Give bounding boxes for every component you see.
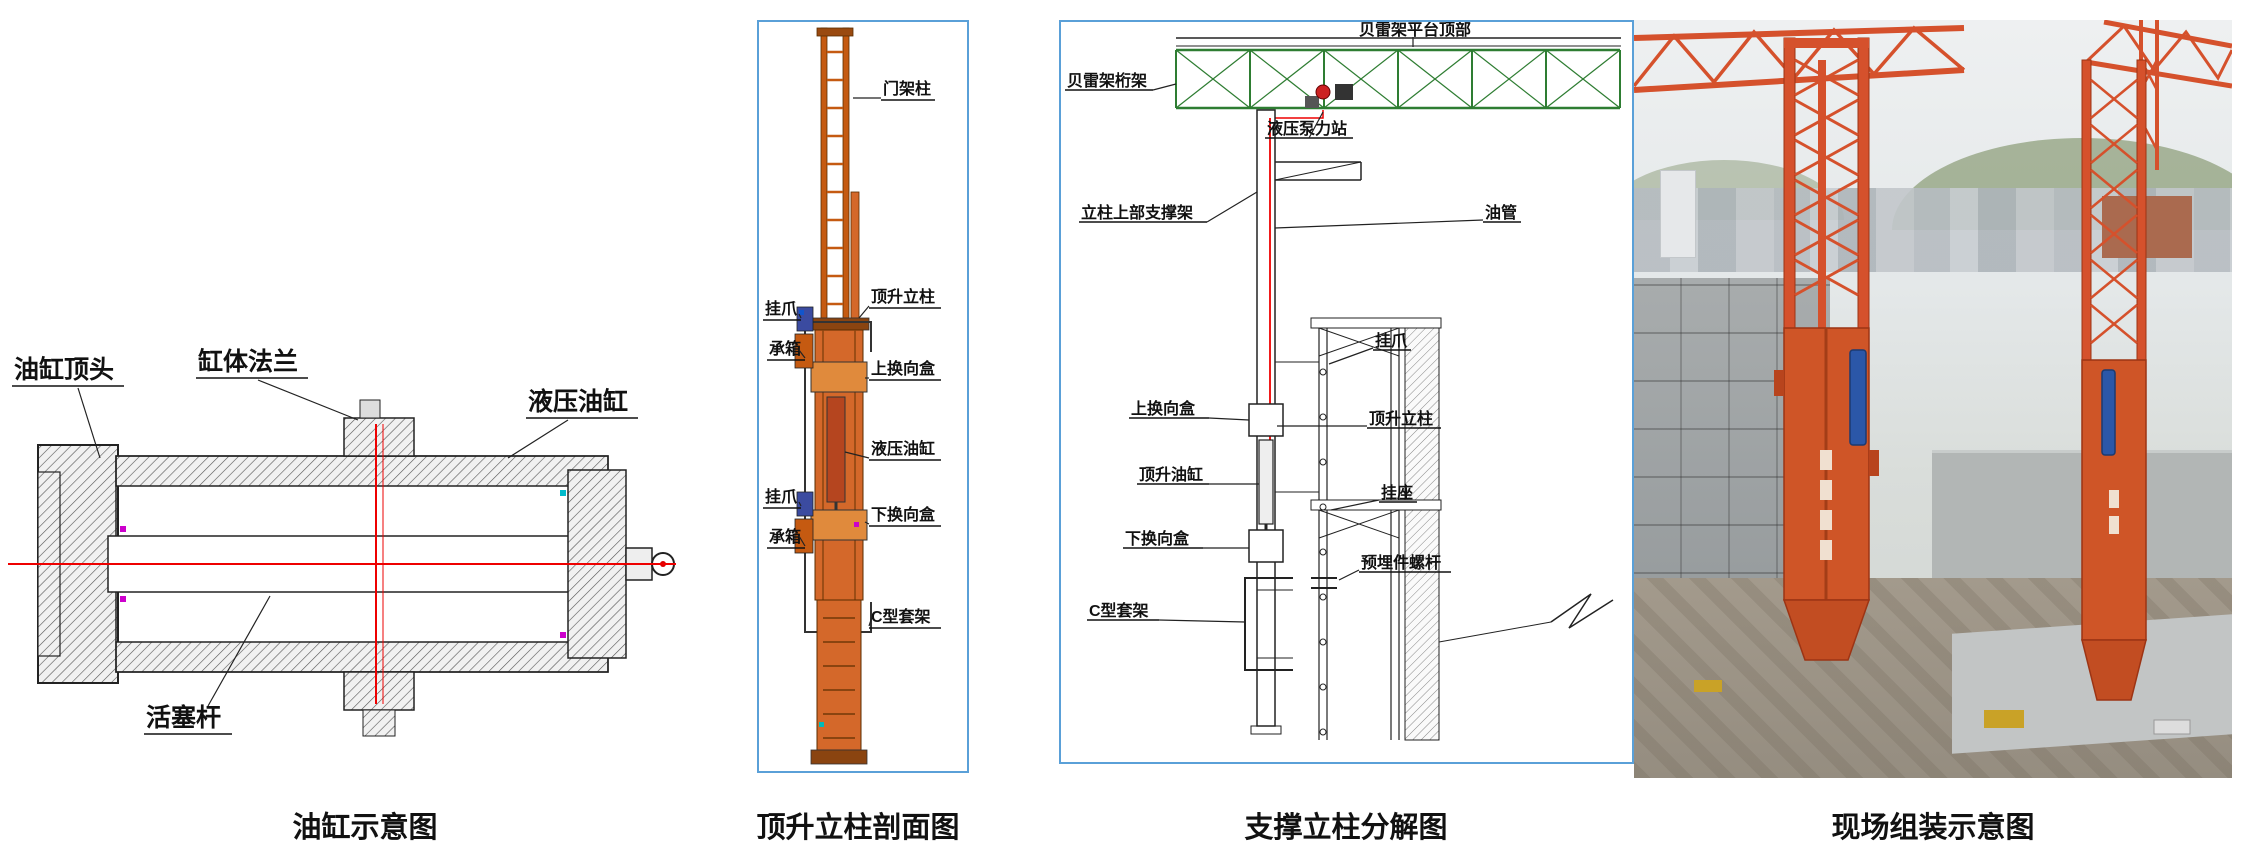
site-assembly-photo	[1634, 20, 2232, 778]
label-hydraulic-cylinder: 液压油缸	[528, 387, 628, 416]
column-bottom	[799, 310, 868, 765]
labels: 门架柱 挂爪 承箱 顶升立柱 上换向盒 液压油缸 下换向盒	[763, 79, 941, 629]
jacking-tower-left	[1774, 37, 1879, 661]
caption-jacking-column-section: 顶升立柱剖面图	[756, 812, 960, 844]
jacking-column-drawing: 门架柱 挂爪 承箱 顶升立柱 上换向盒 液压油缸 下换向盒	[763, 27, 941, 765]
panel-oil-cylinder: 油缸顶头 缸体法兰 液压油缸 活塞杆	[8, 340, 698, 790]
label-lower-reversing-box: 下换向盒	[1125, 529, 1190, 548]
label-lower-reversing-box: 下换向盒	[871, 505, 936, 524]
panel-jacking-column-section: 门架柱 挂爪 承箱 顶升立柱 上换向盒 液压油缸 下换向盒	[757, 20, 969, 773]
hydraulic-cylinder-block	[826, 396, 846, 503]
label-column-upper-support: 立柱上部支撑架	[1081, 203, 1193, 222]
label-claw-upper: 挂爪	[765, 299, 798, 318]
formwork-wall	[1275, 317, 1442, 741]
site-equipment	[1694, 680, 2191, 735]
blue-cylinder-left	[1849, 349, 1867, 446]
label-upper-reversing-box: 上换向盒	[1131, 399, 1196, 418]
label-bailey-truss: 贝雷架桁架	[1067, 71, 1147, 90]
photo-white-tower	[1660, 170, 1696, 258]
blue-cylinder-right	[2101, 369, 2116, 456]
bailey-truss	[1175, 48, 1621, 110]
oil-cylinder-drawing: 油缸顶头 缸体法兰 液压油缸 活塞杆	[8, 347, 676, 737]
middle-assembly	[804, 317, 872, 633]
crane-truss	[1634, 20, 2232, 170]
bailey-platform-top-lines	[1176, 37, 1621, 47]
label-oil-pipe: 油管	[1485, 203, 1517, 222]
label-piston-rod: 活塞杆	[146, 703, 221, 732]
labels: 油缸顶头 缸体法兰 液压油缸 活塞杆	[12, 347, 638, 735]
label-pump-station: 液压泵力站	[1267, 119, 1347, 138]
jacking-cylinder-block	[1258, 439, 1274, 525]
upper-reversing-box-block	[1248, 403, 1284, 437]
caption-site-assembly: 现场组装示意图	[1831, 812, 2035, 844]
c-frame-outline	[804, 321, 872, 633]
upper-support-bracket	[1274, 161, 1362, 181]
upper-reversing-box-block	[810, 361, 868, 393]
pump-station-symbol	[1270, 84, 1353, 119]
jacking-tower-right	[2081, 59, 2147, 701]
label-jacking-column: 顶升立柱	[1369, 409, 1433, 428]
photo-structures	[1634, 20, 2232, 735]
caption-oil-cylinder: 油缸示意图	[292, 812, 438, 844]
label-flange: 缸体法兰	[198, 347, 298, 376]
gantry-column-top	[816, 27, 860, 319]
cylinder-body	[8, 399, 676, 737]
break-symbol	[1438, 593, 1614, 643]
label-hanging-seat: 挂座	[1381, 483, 1413, 502]
panel-support-column-exploded: 贝雷架平台顶部 贝雷架桁架 液压泵力站 立柱上部支撑架 油管 挂爪 上换向盒	[1059, 20, 1634, 764]
labels: 贝雷架平台顶部 贝雷架桁架 液压泵力站 立柱上部支撑架 油管 挂爪 上换向盒	[1065, 20, 1521, 623]
label-c-sleeve-frame: C型套架	[871, 607, 931, 626]
caption-support-column-exploded: 支撑立柱分解图	[1244, 812, 1448, 844]
support-column-drawing: 贝雷架平台顶部 贝雷架桁架 液压泵力站 立柱上部支撑架 油管 挂爪 上换向盒	[1065, 20, 1621, 741]
jacking-column-main	[1244, 109, 1362, 735]
label-gantry-column: 门架柱	[883, 79, 931, 98]
photo-red-building	[2102, 196, 2192, 258]
label-box-lower: 承箱	[769, 527, 801, 546]
lower-reversing-box-block	[1248, 529, 1284, 563]
label-embedded-bolt: 预埋件螺杆	[1361, 553, 1441, 572]
label-upper-reversing-box: 上换向盒	[871, 359, 936, 378]
label-cylinder-top-head: 油缸顶头	[14, 355, 114, 384]
label-hydraulic-cylinder: 液压油缸	[871, 439, 935, 458]
label-claw: 挂爪	[1375, 331, 1408, 350]
label-jacking-cylinder: 顶升油缸	[1139, 465, 1203, 484]
label-box-upper: 承箱	[769, 339, 801, 358]
label-claw-lower: 挂爪	[765, 487, 798, 506]
c-frame-outline	[1244, 577, 1293, 671]
label-jacking-column: 顶升立柱	[871, 287, 935, 306]
label-bailey-platform-top: 贝雷架平台顶部	[1359, 22, 1471, 39]
label-c-sleeve-frame: C型套架	[1089, 601, 1149, 620]
